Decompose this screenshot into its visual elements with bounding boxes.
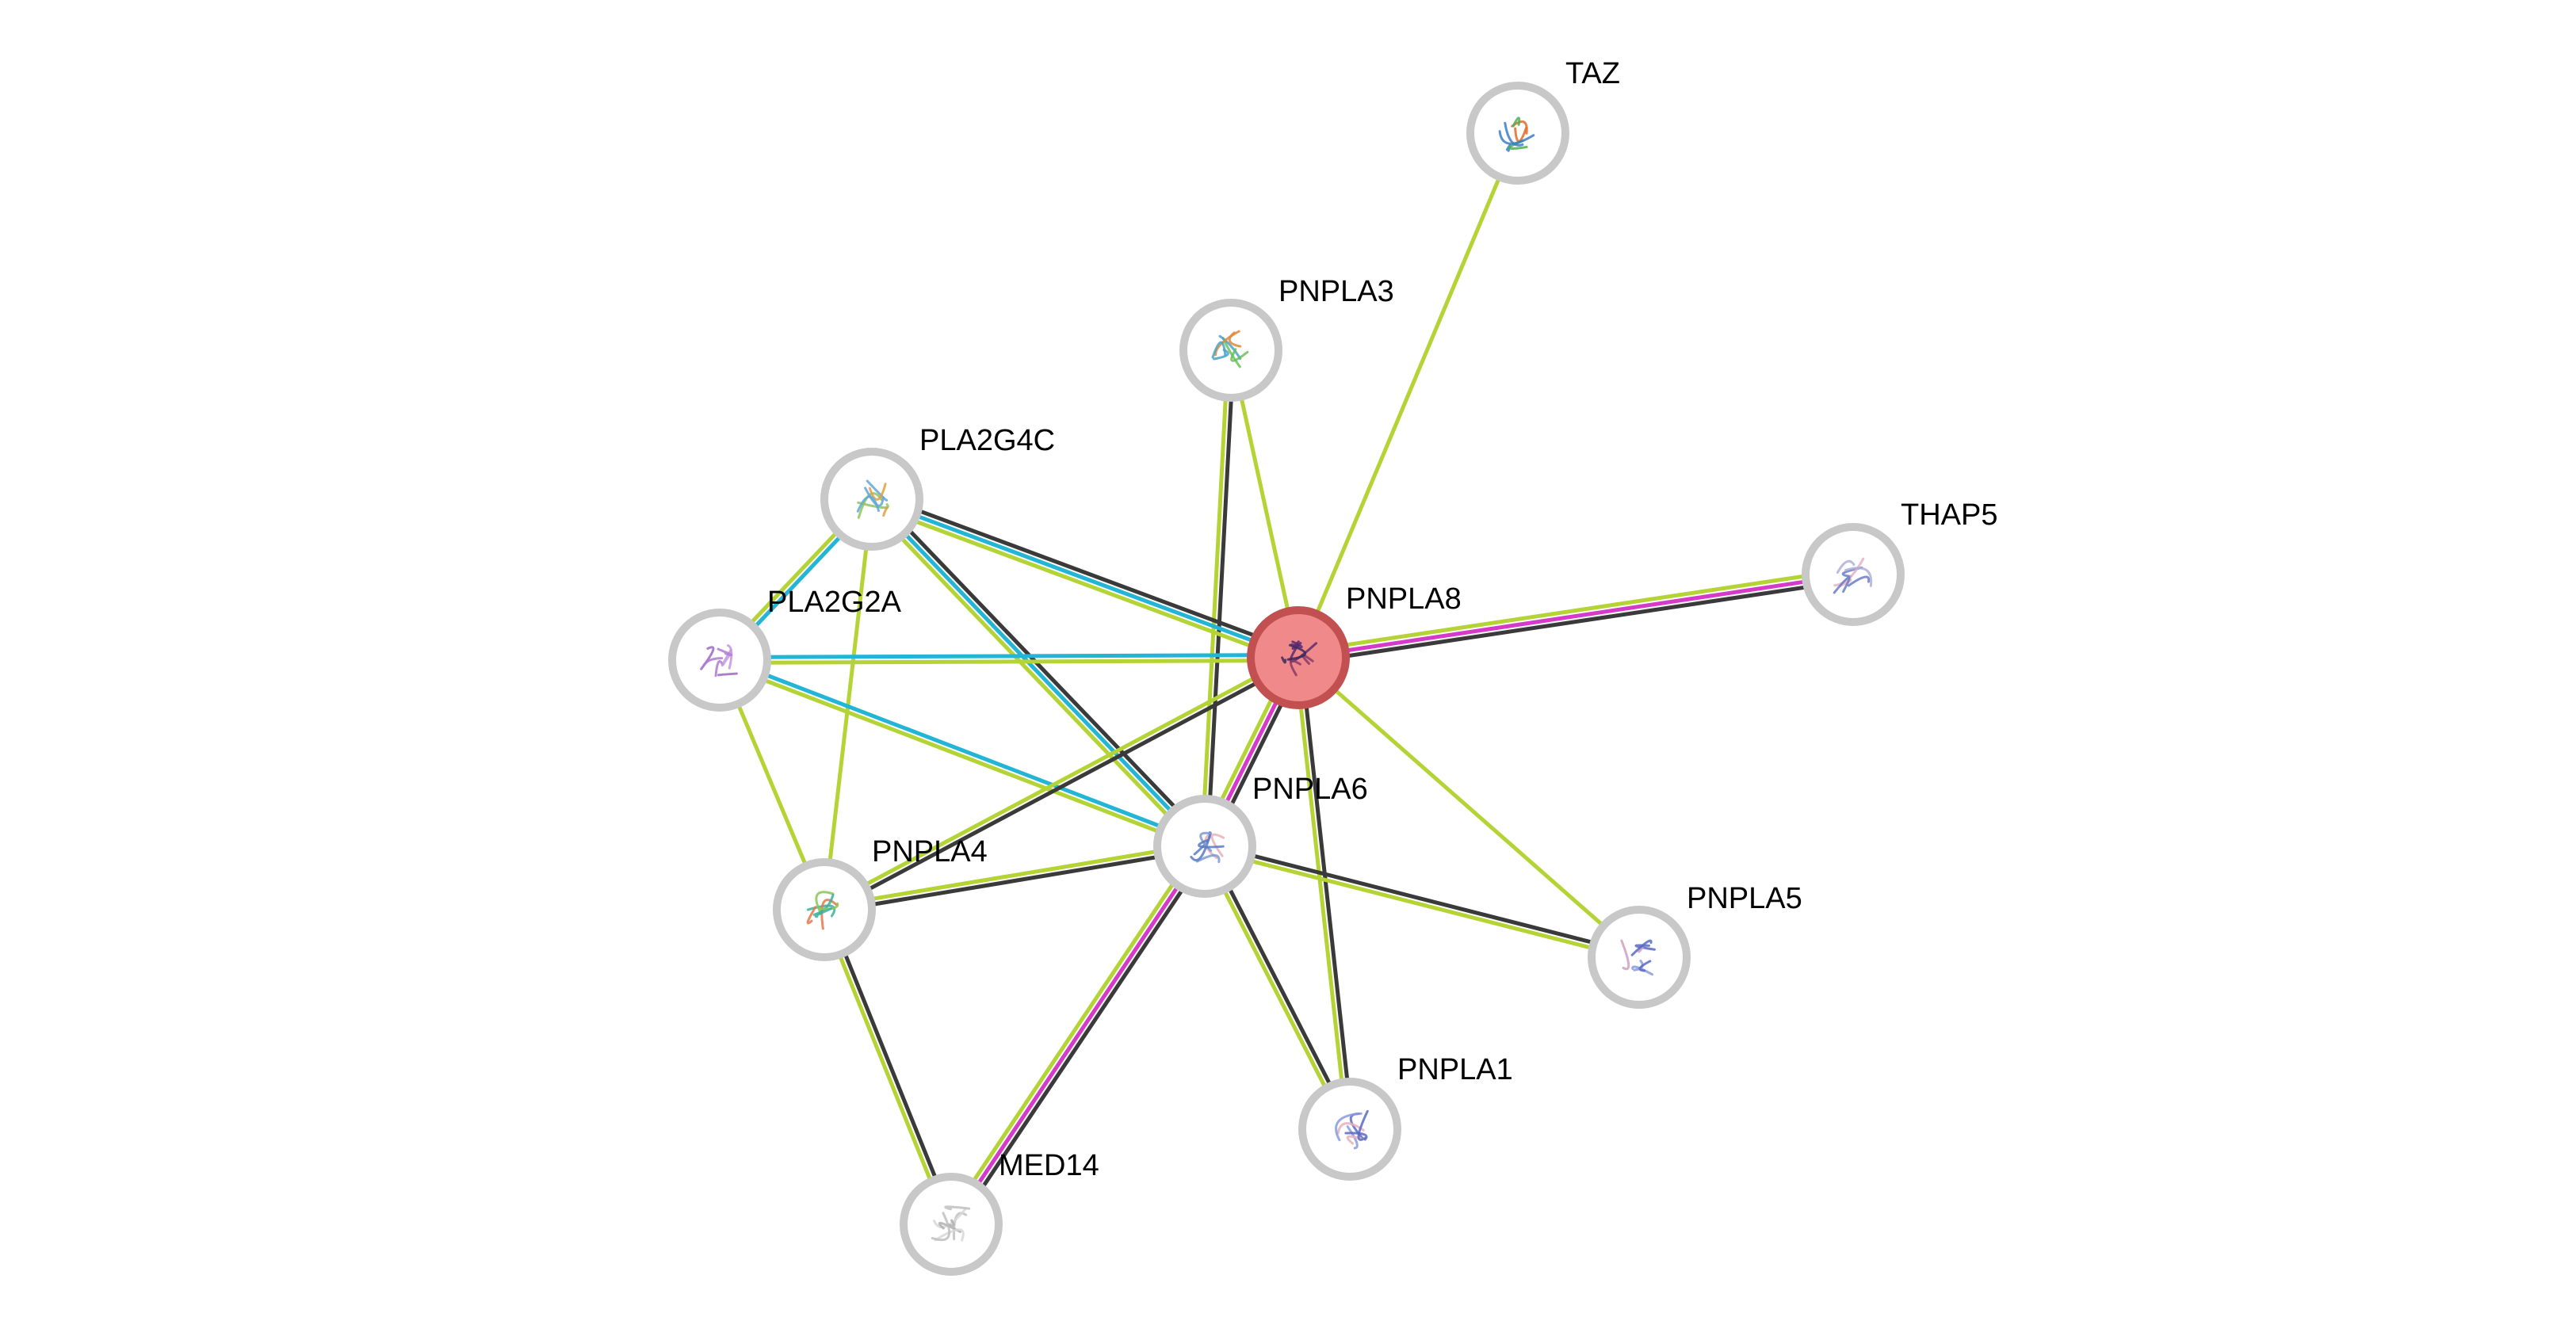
edge-pla2g4c-pnpla8[interactable] bbox=[868, 491, 1302, 666]
node-pnpla8[interactable]: PNPLA8 bbox=[1247, 582, 1462, 709]
edge-line-database bbox=[869, 497, 1301, 660]
edge-line-textmining bbox=[717, 660, 1206, 851]
node-label: PNPLA3 bbox=[1278, 275, 1394, 308]
edge-line-coexpression bbox=[1297, 578, 1856, 666]
node-circle[interactable] bbox=[1179, 299, 1282, 402]
edge-line-experiments bbox=[949, 844, 1207, 1227]
node-circle[interactable] bbox=[1466, 82, 1569, 185]
protein-structure-icon bbox=[856, 479, 889, 519]
node-label: MED14 bbox=[999, 1149, 1099, 1182]
edge-line-textmining bbox=[717, 658, 1301, 665]
edge-line-textmining bbox=[1200, 845, 1350, 1133]
edge-line-textmining bbox=[1296, 655, 1642, 960]
node-pnpla6[interactable]: PNPLA6 bbox=[1153, 773, 1368, 898]
edge-line-coexpression bbox=[1205, 842, 1355, 1130]
protein-structure-icon bbox=[1498, 116, 1535, 152]
edge-line-coexpression bbox=[824, 658, 1302, 914]
node-taz[interactable]: TAZ bbox=[1466, 57, 1620, 185]
protein-structure-icon bbox=[1335, 1109, 1369, 1150]
node-pnpla3[interactable]: PNPLA3 bbox=[1179, 275, 1394, 402]
edge-pnpla6-med14[interactable] bbox=[944, 841, 1212, 1230]
node-thap5[interactable]: THAP5 bbox=[1802, 498, 1997, 626]
edge-line-coexpression bbox=[1205, 348, 1236, 849]
edge-line-textmining bbox=[1202, 846, 1641, 962]
node-circle[interactable] bbox=[1588, 906, 1691, 1009]
edge-taz-pnpla8[interactable] bbox=[1296, 131, 1520, 660]
edge-line-textmining bbox=[1295, 567, 1855, 655]
edge-line-textmining bbox=[1200, 348, 1231, 849]
edge-line-experiments bbox=[1296, 572, 1856, 660]
protein-structure-icon bbox=[1281, 640, 1318, 677]
protein-structure-icon bbox=[806, 891, 839, 930]
protein-structure-icon bbox=[1620, 939, 1656, 976]
node-pla2g2a[interactable]: PLA2G2A bbox=[668, 586, 902, 712]
edge-pnpla4-med14[interactable] bbox=[820, 907, 956, 1227]
edge-pnpla3-pnpla6[interactable] bbox=[1200, 348, 1236, 849]
edge-pnpla6-pnpla1[interactable] bbox=[1200, 842, 1355, 1133]
node-label: PNPLA4 bbox=[872, 835, 988, 868]
edge-line-textmining bbox=[820, 653, 1299, 910]
edge-line-textmining bbox=[820, 908, 951, 1227]
protein-structure-icon bbox=[931, 1205, 971, 1242]
edge-pnpla8-pnpla5[interactable] bbox=[1296, 655, 1642, 960]
edge-pnpla8-pnpla4[interactable] bbox=[820, 653, 1302, 914]
protein-structure-icon bbox=[1190, 831, 1225, 864]
node-pnpla5[interactable]: PNPLA5 bbox=[1588, 882, 1802, 1009]
edge-pnpla6-pnpla4[interactable] bbox=[821, 842, 1208, 914]
edge-pla2g4c-pnpla6[interactable] bbox=[866, 493, 1211, 853]
edge-pnpla8-pnpla1[interactable] bbox=[1294, 655, 1355, 1132]
edge-line-database bbox=[718, 655, 1208, 846]
protein-structure-icon bbox=[1833, 557, 1873, 594]
protein-structure-icon bbox=[1211, 330, 1249, 368]
edge-line-coexpression bbox=[871, 491, 1302, 655]
node-label: PNPLA1 bbox=[1397, 1053, 1513, 1086]
node-label: PNPLA5 bbox=[1687, 882, 1802, 915]
node-pla2g4c[interactable]: PLA2G4C bbox=[820, 424, 1055, 551]
edge-line-coexpression bbox=[1298, 655, 1355, 1132]
edge-line-textmining bbox=[821, 842, 1206, 910]
node-pnpla4[interactable]: PNPLA4 bbox=[773, 835, 988, 961]
node-label: PNPLA8 bbox=[1346, 582, 1462, 616]
edge-pla2g2a-pnpla6[interactable] bbox=[717, 655, 1208, 851]
edge-thap5-pnpla8[interactable] bbox=[1295, 567, 1856, 666]
edge-line-textmining bbox=[1296, 131, 1520, 660]
edge-pla2g2a-pnpla8[interactable] bbox=[717, 653, 1301, 665]
node-med14[interactable]: MED14 bbox=[900, 1149, 1099, 1276]
node-label: PLA2G2A bbox=[767, 586, 902, 619]
edge-line-coexpression bbox=[1203, 842, 1642, 957]
edge-line-coexpression bbox=[823, 846, 1208, 914]
node-label: THAP5 bbox=[1901, 498, 1997, 532]
edge-line-coexpression bbox=[873, 493, 1211, 845]
node-label: TAZ bbox=[1565, 57, 1620, 90]
edge-line-coexpression bbox=[824, 907, 956, 1226]
node-pnpla1[interactable]: PNPLA1 bbox=[1298, 1053, 1513, 1181]
edge-line-textmining bbox=[1229, 348, 1301, 660]
edge-line-database bbox=[717, 653, 1301, 659]
edge-line-textmining bbox=[868, 502, 1299, 666]
edge-line-textmining bbox=[866, 501, 1203, 853]
edge-line-textmining bbox=[1294, 655, 1350, 1132]
edge-line-coexpression bbox=[954, 847, 1212, 1230]
edge-pnpla6-pnpla5[interactable] bbox=[1202, 842, 1642, 962]
edge-line-textmining bbox=[944, 841, 1202, 1223]
edge-pnpla3-pnpla8[interactable] bbox=[1229, 348, 1301, 660]
edge-line-database bbox=[869, 497, 1207, 849]
node-label: PNPLA6 bbox=[1252, 773, 1368, 806]
node-label: PLA2G4C bbox=[919, 424, 1055, 457]
protein-structure-icon bbox=[700, 644, 738, 678]
